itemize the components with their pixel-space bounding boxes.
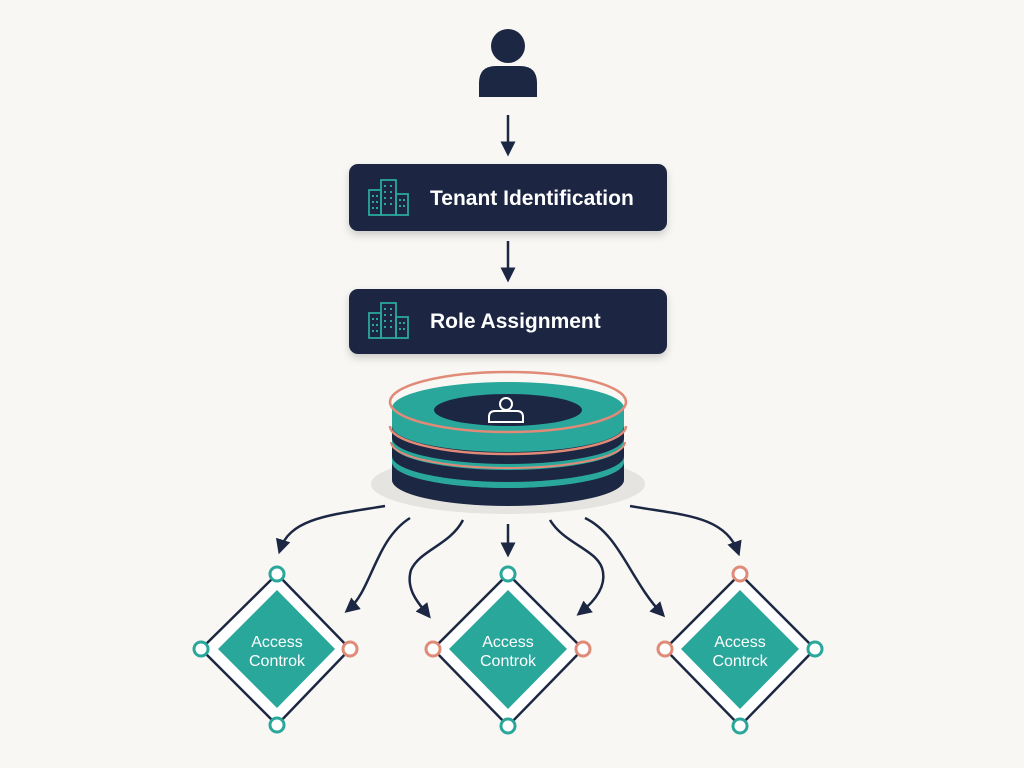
building-icon (368, 179, 409, 216)
access-node-label: Controk (480, 653, 537, 670)
user-icon (479, 29, 537, 97)
tenant-identification-box[interactable] (349, 164, 667, 231)
access-control-node[interactable] (192, 565, 359, 734)
role-assignment-box[interactable] (349, 289, 667, 354)
node-port (499, 565, 517, 583)
node-port (268, 716, 286, 734)
access-node-label: Controk (249, 653, 306, 670)
connector-arrow (344, 516, 411, 613)
node-port (499, 717, 517, 735)
node-port (192, 640, 210, 658)
connector-arrow (629, 504, 742, 557)
node-port (731, 717, 749, 735)
building-icon (368, 302, 409, 339)
connector-arrow (275, 504, 386, 555)
user-outline-icon (488, 397, 524, 423)
connector-arrow (548, 519, 605, 616)
node-port (424, 640, 442, 658)
node-port (806, 640, 824, 658)
access-node-label: Access (482, 634, 534, 651)
access-node-label: Contrck (712, 653, 768, 670)
tenant-identification-label: Tenant Identification (430, 187, 634, 210)
access-control-node[interactable] (424, 565, 592, 735)
node-port (731, 565, 749, 583)
access-node-label: Access (251, 634, 303, 651)
access-control-node[interactable] (656, 565, 824, 735)
node-port (341, 640, 359, 658)
node-port (268, 565, 286, 583)
database-stack-icon (371, 370, 645, 514)
connector-arrow (408, 519, 465, 619)
access-node-label: Access (714, 634, 766, 651)
node-port (574, 640, 592, 658)
connector-arrow (584, 516, 666, 618)
role-assignment-label: Role Assignment (430, 310, 601, 333)
node-port (656, 640, 674, 658)
